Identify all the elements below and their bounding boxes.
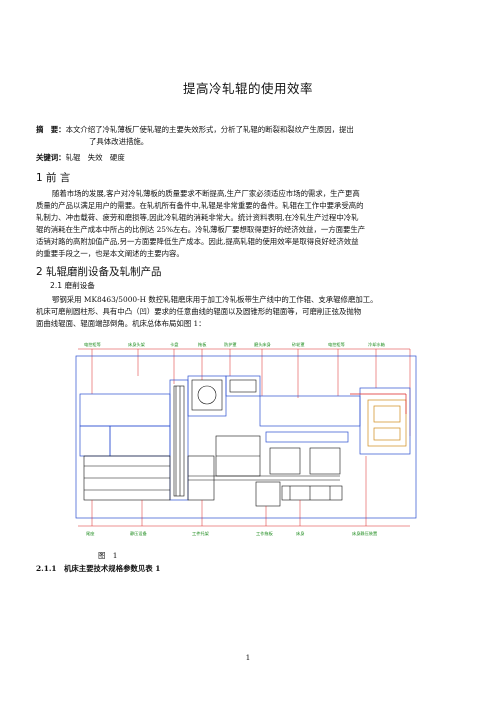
figure-label-top: 拖板 bbox=[198, 341, 207, 348]
section-1-line: 适销对路的高附加值产品,另一方面要降低生产成本。因此,提高轧辊的使用效率是取得良… bbox=[36, 237, 359, 246]
section-1-line: 质量的产品以满足用户的需要。在轧机所有备件中,轧辊是非常重要的备件。轧辊在工作中… bbox=[36, 201, 364, 210]
figure-label-top: 卡盘 bbox=[170, 341, 178, 348]
document-title: 提高冷轧辊的使用效率 bbox=[182, 81, 313, 96]
figure-label-top: 床身头架 bbox=[128, 341, 145, 348]
section-2-heading: 2 轧辊磨削设备及轧制产品 bbox=[36, 266, 162, 278]
figure-label-top: 电控柜等 bbox=[328, 341, 345, 348]
figure-label-bottom: 床身静压装置 bbox=[352, 530, 377, 537]
section-1-line: 辊的消耗在生产成本中所占的比例达 25%左右。冷轧薄板厂要想取得更好的经济效益，… bbox=[36, 225, 366, 234]
section-2-line: 面曲线辊面、辊面端部倒角。机床总体布局如图 1： bbox=[36, 319, 206, 328]
figure-caption: 图 1 bbox=[98, 551, 118, 560]
abstract-line-2: 了具体改进措施。 bbox=[89, 137, 149, 146]
section-2-line: 机床可磨削圆柱形、具有中凸（凹）要求的任意曲线的辊面以及圆锥形的辊面等，可磨削正… bbox=[36, 307, 362, 316]
abstract-block: 摘 要：本文介绍了冷轧薄板厂使轧辊的主要失效形式，分析了轧辊的断裂和裂纹产生原因… bbox=[36, 124, 354, 136]
figure-label-bottom: 静压设备 bbox=[130, 530, 148, 537]
figure-label-top: 磨头床身 bbox=[254, 341, 271, 348]
machine-layout-figure: 电控柜等 床身头架 卡盘 拖板 防护罩 磨头床身 砂轮罩 电控柜等 冷却水箱 bbox=[75, 341, 417, 537]
figure-label-top: 冷却水箱 bbox=[368, 341, 385, 348]
section-1-line: 轧制力、冲击载荷、疲劳和磨损等,因此冷轧辊的消耗非常大。统计资料表明,在冷轧生产… bbox=[36, 213, 359, 222]
figure-label-top: 砂轮罩 bbox=[292, 341, 305, 348]
page-number: 1 bbox=[245, 653, 251, 662]
figure-label-bottom: 床身 bbox=[296, 530, 304, 537]
keywords-block: 关键词：轧辊 失效 硬度 bbox=[36, 152, 125, 164]
section-1-heading: 1 前 言 bbox=[36, 172, 71, 184]
figure-label-top: 电控柜等 bbox=[84, 341, 101, 348]
abstract-line-1: 本文介绍了冷轧薄板厂使轧辊的主要失效形式，分析了轧辊的断裂和裂纹产生原因，提出 bbox=[65, 125, 354, 134]
section-2-1-heading: 2.1 磨削设备 bbox=[50, 281, 95, 290]
abstract-label: 摘 要： bbox=[36, 125, 66, 134]
section-2-line: 鄂钢采用 MK8463/5000-H 数控轧辊磨床用于加工冷轧板带生产线中的工作… bbox=[52, 295, 378, 304]
section-1-line: 随着市场的发展,客户对冷轧薄板的质量要求不断提高,生产厂家必须适应市场的需求，生… bbox=[52, 189, 360, 198]
section-1-line: 的重要手段之一，也是本文阐述的主要内容。 bbox=[36, 249, 184, 258]
figure-label-bottom: 工件托架 bbox=[192, 530, 209, 537]
figure-label-bottom: 工作拖板 bbox=[256, 530, 274, 537]
figure-label-bottom: 尾座 bbox=[86, 530, 94, 537]
keywords-label: 关键词： bbox=[36, 153, 66, 162]
figure-label-top: 防护罩 bbox=[224, 341, 237, 348]
keywords-text: 轧辊 失效 硬度 bbox=[65, 153, 125, 162]
section-2-1-1-heading: 2.1.1 机床主要技术规格参数见表 1 bbox=[36, 564, 161, 573]
